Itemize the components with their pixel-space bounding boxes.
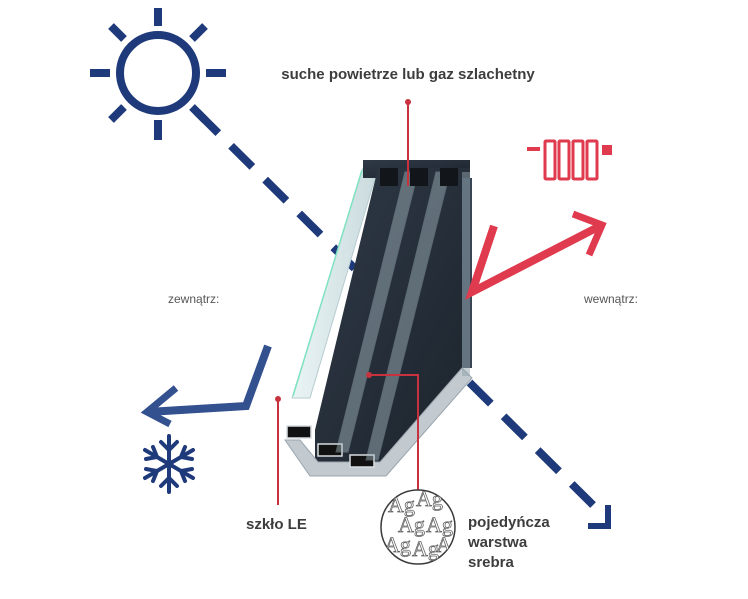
window-glazing-section xyxy=(284,160,473,477)
ag-glyph: Ag xyxy=(436,532,463,557)
solar-ray-dashed-arrow xyxy=(194,109,611,529)
snowflake-icon xyxy=(143,434,195,494)
ag-glyph: Ag xyxy=(426,512,453,537)
le-glass-label: szkło LE xyxy=(246,516,307,533)
heat-reflection-arrow xyxy=(465,210,607,301)
le-glass-callout-line xyxy=(275,396,281,505)
ag-glyph: Ag xyxy=(412,536,439,561)
silver-callout-line xyxy=(366,372,419,490)
cold-outflow-arrow xyxy=(140,344,272,428)
ag-glyph: Ag xyxy=(388,492,415,517)
gas-label: suche powietrze lub gaz szlachetny xyxy=(281,66,535,83)
silver-coating-icon: Ag Ag Ag Ag Ag Ag Ag xyxy=(380,486,463,565)
ag-glyph: Ag xyxy=(384,532,411,557)
outside-label: zewnątrz: xyxy=(168,292,219,306)
radiator-icon xyxy=(527,139,612,181)
silver-label-line1: pojedyńcza xyxy=(468,514,550,531)
inside-label: wewnątrz: xyxy=(583,292,638,306)
ag-glyph: Ag xyxy=(398,512,425,537)
gas-callout-line xyxy=(405,99,411,186)
sun-icon xyxy=(90,8,226,140)
silver-label-line3: srebra xyxy=(468,554,515,571)
window-frame xyxy=(315,168,470,462)
ag-glyph: Ag xyxy=(416,486,443,511)
silver-label-line2: warstwa xyxy=(467,534,528,551)
